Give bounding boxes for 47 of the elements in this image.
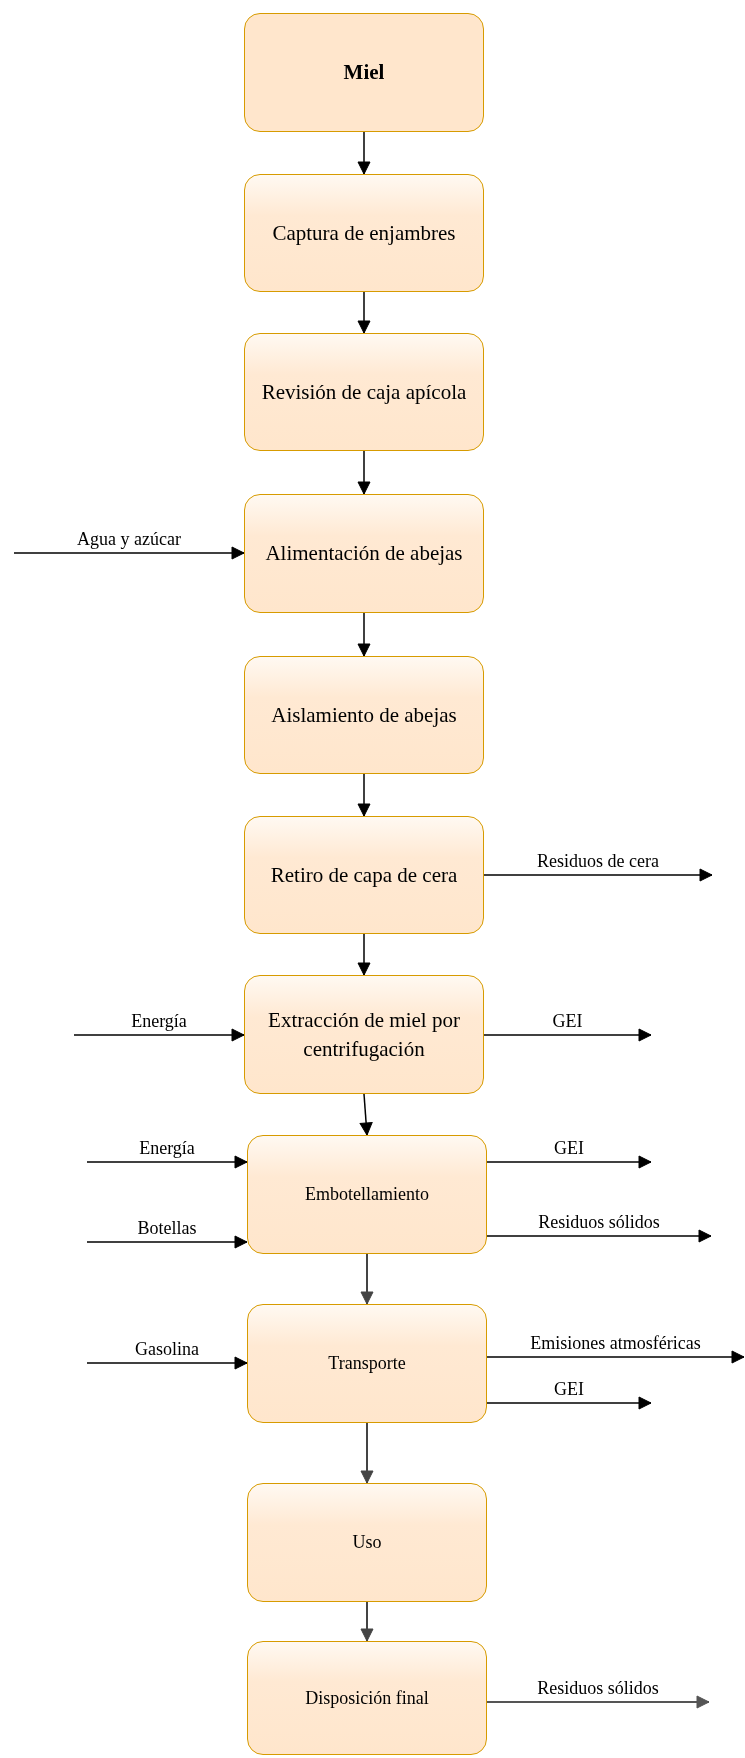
arrow (73, 1028, 245, 1042)
arrow (486, 1229, 712, 1243)
arrow (359, 1093, 373, 1136)
arrow (483, 1028, 652, 1042)
step-label: Alimentación de abejas (264, 540, 464, 568)
step-label: Captura de enjambres (271, 219, 457, 247)
process-box (244, 333, 484, 451)
arrow (357, 773, 371, 817)
arrow (486, 1155, 652, 1169)
arrow (357, 450, 371, 495)
step-label: Retiro de capa de cera (269, 861, 459, 889)
arrow (486, 1695, 710, 1709)
arrow (360, 1422, 374, 1484)
arrow (486, 1350, 745, 1364)
step-label: Miel (342, 59, 386, 87)
arrow (86, 1155, 248, 1169)
arrow (360, 1601, 374, 1642)
arrow (357, 131, 371, 175)
arrow (486, 1396, 652, 1410)
arrow (86, 1356, 248, 1370)
step-label: Extracción de miel por centrifugación (267, 1007, 461, 1063)
step-label: Transporte (327, 1352, 407, 1376)
step-label: Uso (351, 1531, 383, 1555)
arrow (357, 612, 371, 657)
process-box (247, 1641, 487, 1755)
process-box (247, 1304, 487, 1423)
process-box (247, 1135, 487, 1254)
edge-label: Agua y azúcar (75, 529, 183, 549)
arrow (357, 291, 371, 334)
process-box (244, 656, 484, 774)
arrow (13, 546, 245, 560)
process-box (247, 1483, 487, 1602)
step-label: Revisión de caja apícola (260, 378, 468, 406)
process-box (244, 816, 484, 934)
edge-label: Energía (137, 1138, 197, 1158)
arrow (360, 1253, 374, 1305)
arrow (483, 868, 713, 882)
process-box (244, 13, 484, 132)
arrow (86, 1235, 248, 1249)
edge-label: Energía (129, 1011, 189, 1031)
step-label: Embotellamiento (304, 1183, 430, 1207)
step-label: Disposición final (304, 1686, 430, 1710)
process-box (244, 975, 484, 1094)
step-label: Aislamiento de abejas (270, 701, 458, 729)
process-box (244, 494, 484, 613)
arrow (357, 933, 371, 976)
process-box (244, 174, 484, 292)
